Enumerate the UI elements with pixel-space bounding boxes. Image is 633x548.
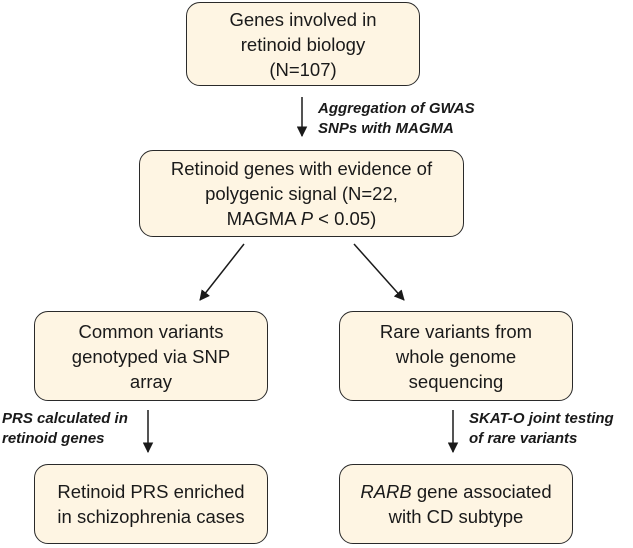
box-line: retinoid biology [240, 33, 366, 55]
box-line: with CD subtype [388, 506, 524, 527]
step-line: retinoid genes [2, 430, 105, 447]
p-value-symbol: P [300, 208, 314, 229]
box-genes-retinoid-biology: Genes involved in retinoid biology (N=10… [186, 2, 420, 86]
box-line: in schizophrenia cases [57, 506, 245, 527]
step-line: SKAT-O joint testing [469, 410, 614, 427]
box-line: sequencing [408, 370, 504, 392]
step-line: SNPs with MAGMA [318, 120, 454, 137]
box-line: polygenic signal (N=22, [205, 183, 398, 204]
box-rarb-gene: RARB gene associated with CD subtype [339, 464, 573, 544]
box-line: Genes involved in [229, 8, 377, 30]
box-line: whole genome [395, 345, 517, 367]
box-polygenic-signal: Retinoid genes with evidence of polygeni… [139, 150, 464, 237]
step-label-skat: SKAT-O joint testing of rare variants [469, 409, 614, 449]
step-line: Aggregation of GWAS [318, 100, 475, 117]
text-suffix: < 0.05) [313, 208, 377, 229]
text-suffix: gene associated [411, 481, 552, 502]
step-label-prs: PRS calculated in retinoid genes [2, 409, 128, 449]
box-line: Retinoid genes with evidence of [170, 158, 433, 179]
arrow-signal-to-rare [353, 243, 405, 301]
box-line: array [129, 370, 173, 392]
box-line: (N=107) [269, 58, 337, 80]
box-line: RARB gene associated [360, 479, 551, 504]
text-prefix: MAGMA [226, 208, 301, 229]
box-line: Retinoid PRS enriched [57, 481, 245, 502]
box-line: genotyped via SNP [71, 345, 231, 367]
step-line: of rare variants [469, 430, 578, 447]
box-line: Rare variants from [379, 320, 533, 342]
box-common-variants: Common variants genotyped via SNP array [34, 311, 268, 401]
box-line: MAGMA P < 0.05) [171, 206, 432, 231]
step-label-magma: Aggregation of GWAS SNPs with MAGMA [318, 99, 475, 139]
gene-name: RARB [360, 481, 412, 502]
box-line: Common variants [78, 320, 224, 342]
arrow-signal-to-common [199, 243, 245, 301]
step-line: PRS calculated in [2, 410, 128, 427]
box-retinoid-prs: Retinoid PRS enriched in schizophrenia c… [34, 464, 268, 544]
box-rare-variants: Rare variants from whole genome sequenci… [339, 311, 573, 401]
